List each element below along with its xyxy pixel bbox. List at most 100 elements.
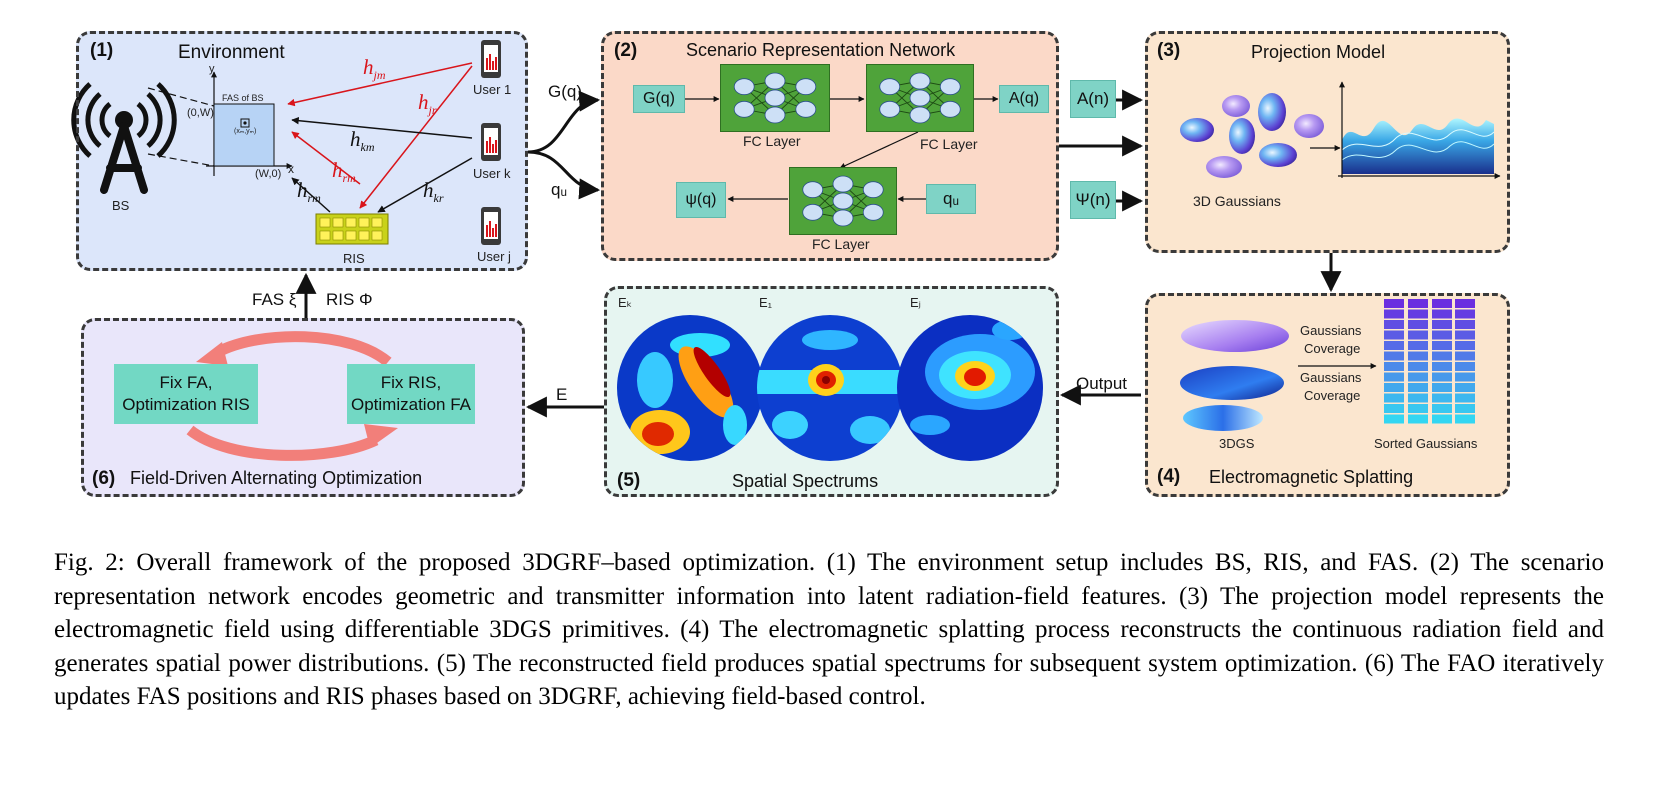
fix-fa-box-text: Fix FA,Optimization RIS: [122, 372, 250, 416]
sorted-gaussian-cell: [1455, 309, 1475, 319]
neuron-node: [802, 181, 824, 199]
fas-xi-label: FAS ξ: [252, 290, 297, 309]
neuron-node: [733, 78, 755, 96]
user1-label: User 1: [473, 82, 512, 97]
sorted-gaussian-cell: [1455, 330, 1475, 340]
fc2-label: FC Layer: [920, 136, 978, 152]
sorted-gaussian-cell: [1408, 383, 1428, 392]
sorted-gaussian-cell: [1408, 351, 1428, 361]
srn-title: Scenario Representation Network: [686, 40, 956, 60]
sorted-gaussian-cell: [1384, 414, 1404, 424]
sorted-gaussian-cell: [1384, 362, 1404, 371]
panel-projection-model: [1145, 31, 1510, 253]
coverage-2b: Coverage: [1304, 388, 1361, 403]
ek-label: Eₖ: [618, 295, 633, 310]
neuron-node: [909, 72, 931, 90]
opt-number: (6): [92, 468, 116, 489]
panel-scenario-network: [601, 31, 1059, 261]
userj-label: User j: [477, 249, 511, 264]
spectrum-e1: [757, 315, 903, 461]
sorted-gaussian-cell: [1408, 362, 1428, 371]
fix-ris-line1: Fix RIS,: [380, 373, 442, 392]
panel-environment: [76, 31, 528, 271]
sorted-gaussian-cell: [1455, 404, 1475, 413]
sorted-gaussian-cell: [1408, 372, 1428, 382]
output-label: Output: [1076, 374, 1128, 393]
smartphone-icon: [481, 40, 501, 78]
ris-label: RIS: [343, 251, 365, 266]
axis-y-label: y: [209, 63, 215, 75]
sorted-gaussian-cell: [1384, 383, 1404, 392]
gq-connector-label: G(q): [548, 82, 582, 101]
sorted-gaussian-cell: [1455, 320, 1475, 329]
env-number: (1): [90, 40, 114, 61]
fas-label: FAS of BS: [222, 93, 264, 103]
fc-overlay: [733, 72, 961, 227]
proj-title: Projection Model: [1251, 42, 1386, 62]
h-rm-red-sub: rm: [342, 171, 356, 186]
neuron-node: [832, 175, 854, 193]
neuron-node: [795, 78, 817, 96]
coverage-2a: Gaussians: [1300, 370, 1362, 385]
spec-title: Spatial Spectrums: [732, 471, 879, 491]
sorted-gaussian-cell: [1432, 404, 1452, 413]
sorted-gaussian-cell: [1432, 341, 1452, 350]
sorted-gaussian-cell: [1432, 299, 1452, 308]
h-kr-symbol: h: [423, 178, 434, 202]
aq-box: A(q): [999, 85, 1049, 113]
spec-number: (5): [617, 470, 641, 491]
coverage-1a: Gaussians: [1300, 323, 1362, 338]
psin-box: Ψ(n): [1070, 181, 1116, 219]
fc1-label: FC Layer: [743, 133, 801, 149]
panel-alternating-optimization: [81, 318, 525, 497]
e-label: E: [556, 385, 568, 404]
spectrum-ej: [897, 315, 1043, 461]
sorted-gaussian-cell: [1432, 362, 1452, 371]
sorted-gaussian-cell: [1432, 309, 1452, 319]
sorted-gaussian-cell: [1408, 299, 1428, 308]
spectrum-ek: [617, 315, 763, 461]
h-rm-red-symbol: h: [332, 158, 343, 182]
neuron-node: [879, 78, 901, 96]
h-jm-symbol: h: [363, 55, 374, 79]
panel-spatial-spectrums: [604, 286, 1059, 497]
sorted-label: Sorted Gaussians: [1374, 436, 1478, 451]
an-box: A(n): [1070, 80, 1116, 118]
sorted-gaussian-cell: [1408, 404, 1428, 413]
fc-layer-neurons: [733, 72, 961, 227]
smartphone-icon: [481, 207, 501, 245]
sorted-gaussian-cell: [1455, 351, 1475, 361]
sorted-gaussian-cell: [1408, 330, 1428, 340]
sorted-gaussian-cell: [1384, 393, 1404, 403]
panel-em-splatting: [1145, 293, 1510, 497]
coord-w0: (W,0): [255, 168, 282, 180]
sorted-gaussian-cell: [1455, 383, 1475, 392]
h-km-label: hkm: [350, 127, 375, 155]
neuron-node: [733, 100, 755, 118]
h-jr-sub: jr: [428, 103, 437, 118]
opt-title: Field-Driven Alternating Optimization: [130, 468, 423, 488]
sorted-gaussian-cell: [1432, 372, 1452, 382]
h-kr-label: hkr: [423, 178, 444, 206]
neuron-node: [909, 106, 931, 124]
gaussians-label: 3D Gaussians: [1193, 193, 1281, 209]
neuron-node: [939, 78, 961, 96]
sorted-overlay: [1384, 299, 1475, 424]
neuron-node: [862, 203, 884, 221]
neuron-node: [909, 89, 931, 107]
sorted-gaussian-cell: [1455, 299, 1475, 308]
point-label: (xₘ,yₘ): [234, 128, 257, 135]
h-jm-label: hjm: [363, 55, 386, 83]
sorted-gaussian-cell: [1384, 351, 1404, 361]
bs-label: BS: [112, 198, 130, 213]
neuron-node: [795, 100, 817, 118]
h-rm-sub: rm: [307, 191, 321, 206]
fix-ris-box: Fix RIS,Optimization FA: [347, 364, 475, 424]
splat-title: Electromagnetic Splatting: [1209, 467, 1414, 487]
base-station-icon: [71, 82, 177, 194]
neuron-node: [764, 106, 786, 124]
sorted-gaussian-cell: [1384, 372, 1404, 382]
sorted-gaussian-cell: [1408, 309, 1428, 319]
sorted-gaussian-cell: [1384, 341, 1404, 350]
sorted-gaussian-cell: [1384, 404, 1404, 413]
